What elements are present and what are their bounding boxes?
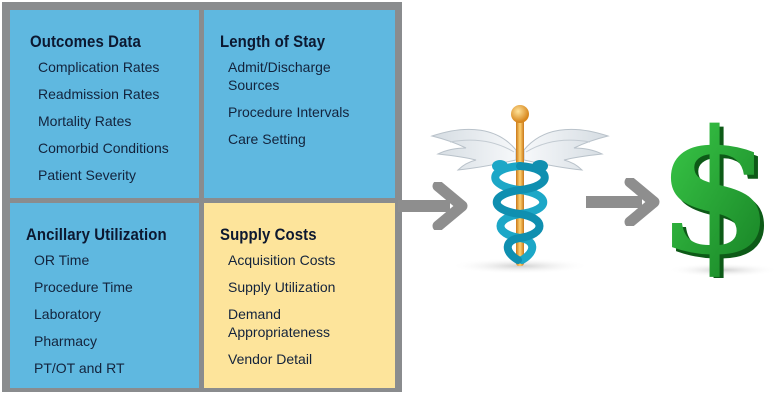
list-item: Pharmacy bbox=[34, 333, 98, 349]
list-item: Procedure Time bbox=[34, 279, 133, 295]
length-of-stay-title: Length of Stay bbox=[220, 32, 326, 51]
list-item: Procedure Intervals bbox=[228, 104, 350, 120]
outcomes-data-title: Outcomes Data bbox=[30, 32, 141, 51]
list-item: Care Setting bbox=[228, 131, 306, 147]
list-item: Demand Appropriateness bbox=[228, 306, 330, 340]
list-item: Acquisition Costs bbox=[228, 252, 336, 268]
right-arrow-icon bbox=[398, 182, 468, 230]
list-item: Admit/Discharge Sources bbox=[228, 59, 331, 93]
svg-text:$: $ bbox=[660, 98, 778, 278]
list-item: Vendor Detail bbox=[228, 351, 313, 367]
outcomes-data-panel: Outcomes Data Complication Rates Readmis… bbox=[10, 10, 199, 198]
list-item: Complication Rates bbox=[38, 59, 160, 75]
supply-costs-panel: Supply Costs Acquisition Costs Supply Ut… bbox=[204, 203, 395, 388]
svg-text:$: $ bbox=[656, 98, 774, 278]
ancillary-utilization-title: Ancillary Utilization bbox=[26, 225, 167, 244]
list-item: Readmission Rates bbox=[38, 86, 160, 102]
length-of-stay-panel: Length of Stay Admit/Discharge Sources P… bbox=[204, 10, 395, 198]
data-categories-grid: Outcomes Data Complication Rates Readmis… bbox=[2, 2, 402, 392]
list-item: Laboratory bbox=[34, 306, 101, 322]
list-item: PT/OT and RT bbox=[34, 360, 125, 376]
caduceus-icon bbox=[430, 105, 610, 274]
list-item: OR Time bbox=[34, 252, 90, 268]
ancillary-utilization-panel: Ancillary Utilization OR Time Procedure … bbox=[10, 203, 199, 388]
list-item: Mortality Rates bbox=[38, 113, 132, 129]
list-item: Comorbid Conditions bbox=[38, 140, 169, 156]
dollar-sign-icon: $ $ bbox=[656, 98, 779, 278]
list-item: Supply Utilization bbox=[228, 279, 336, 295]
list-item: Patient Severity bbox=[38, 167, 137, 183]
supply-costs-title: Supply Costs bbox=[220, 225, 317, 244]
right-arrow-icon bbox=[586, 178, 660, 226]
